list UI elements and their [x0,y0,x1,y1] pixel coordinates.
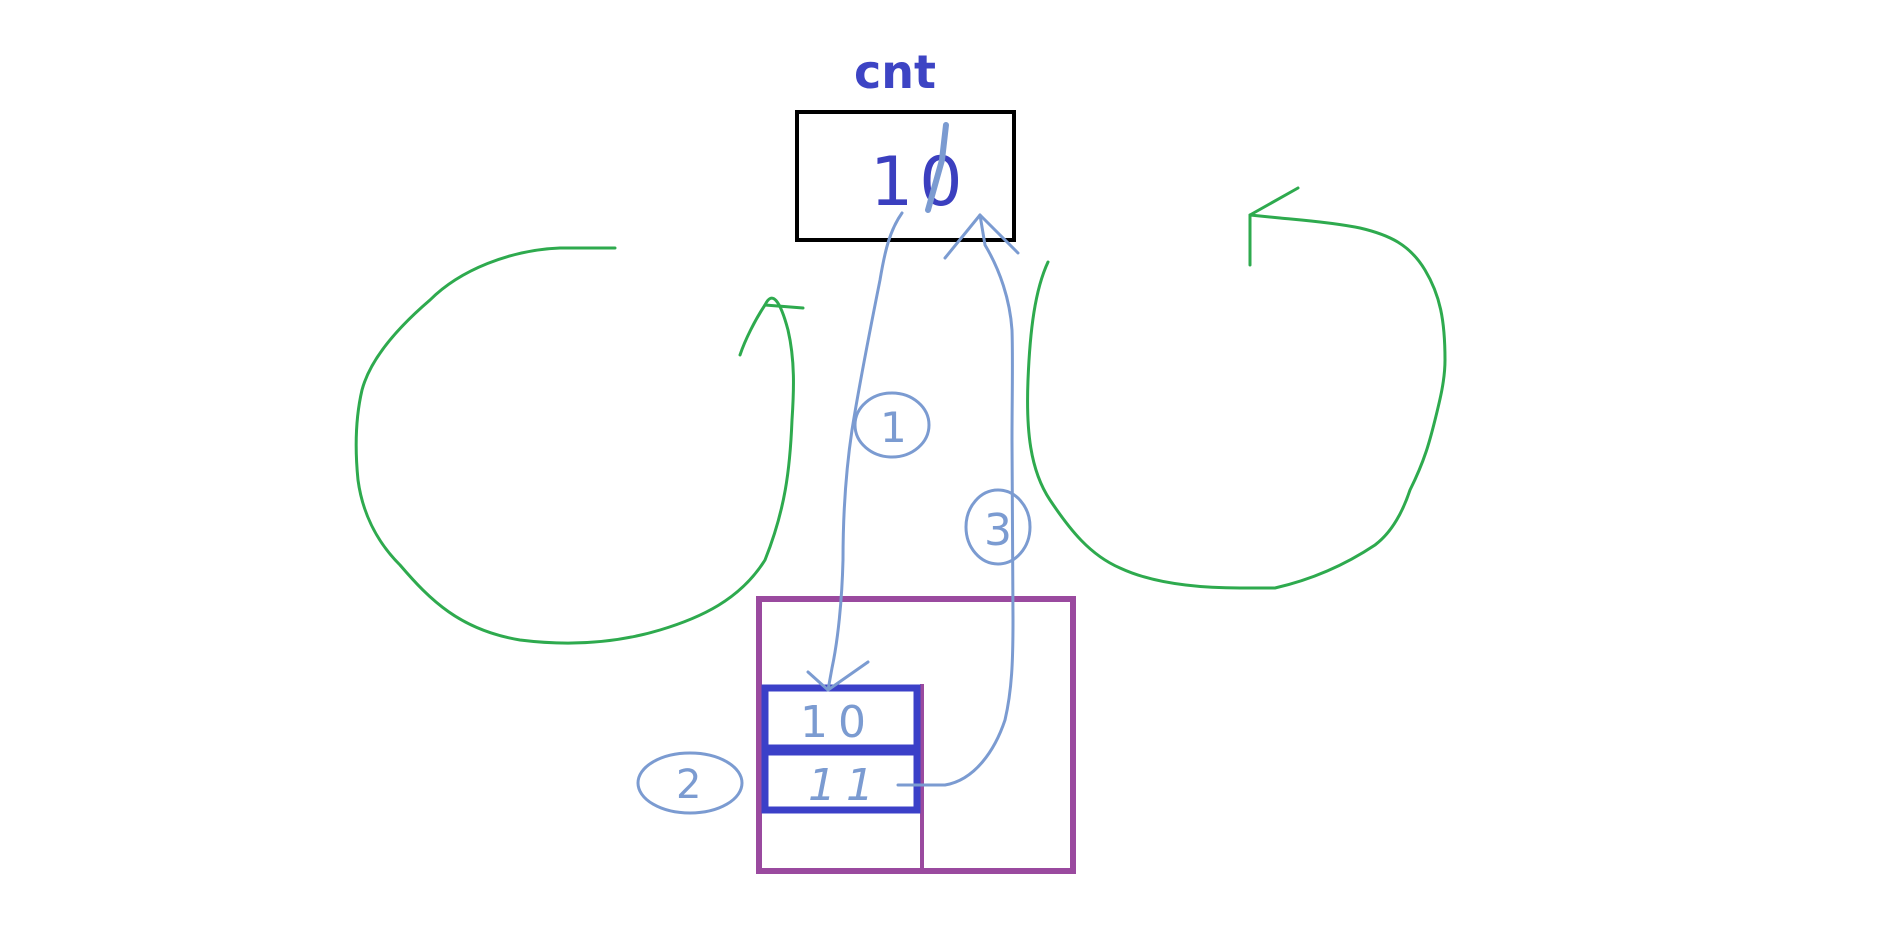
step-3-marker-circle [964,488,1032,566]
step-2-marker-circle [636,751,744,815]
step-3-write-arrowhead [943,213,1020,260]
thread-context-box [756,596,1076,874]
step-1-marker-circle [853,391,931,459]
step-3-write-arrow [896,213,1015,787]
right-loop-arrowhead [1248,186,1300,267]
variable-box [795,110,1016,242]
register-loaded-value: 10 [800,697,876,748]
right-loop-arrow-icon [1026,213,1447,590]
step-1-read-arrowhead [806,660,870,692]
variable-name-label: cnt [853,45,936,99]
value-strike-scribble [925,122,949,213]
left-loop-arrowhead [763,303,805,310]
register-slot-loaded [761,684,921,752]
left-loop-arrow-icon [354,246,795,645]
variable-value: 10 [870,143,969,222]
register-slot-incremented [761,748,921,814]
step-1-read-arrow [826,211,904,692]
step-1-marker: 1 [880,403,907,452]
register-incremented-value: 11 [808,760,884,811]
step-3-marker: 3 [984,505,1012,556]
step-2-marker: 2 [676,762,701,808]
